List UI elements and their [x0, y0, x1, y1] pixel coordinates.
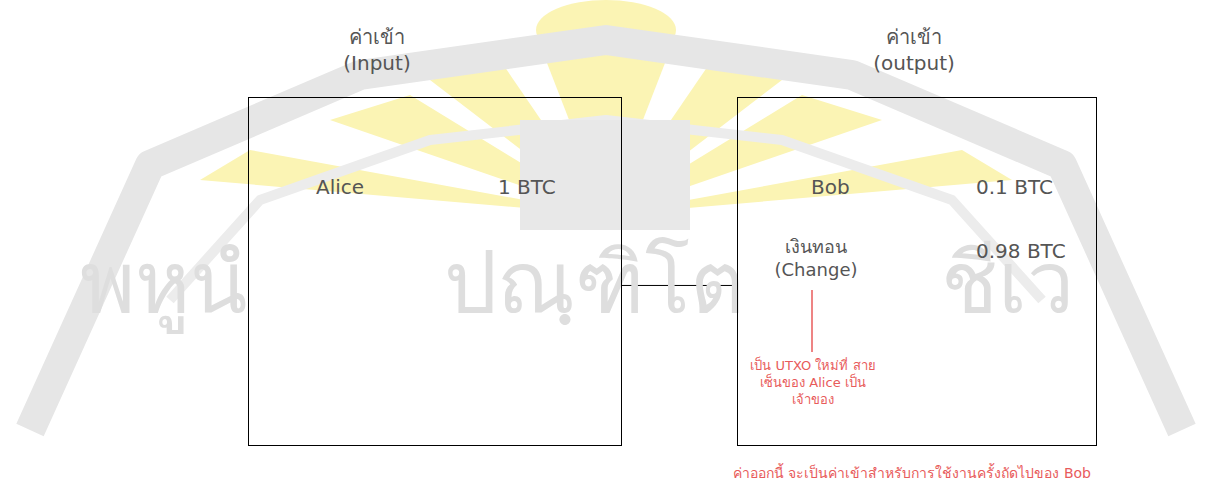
box-text: Bob — [811, 174, 850, 200]
transaction-box: ค่าเข้า (Input)Alice1 BTC — [248, 97, 622, 446]
box-text: 1 BTC — [498, 174, 556, 200]
box-heading: ค่าเข้า (output) — [864, 24, 964, 76]
note-text: ค่าออกนี้ จะเป็นค่าเข้าสำหรับการใช้งานคร… — [733, 462, 1091, 484]
box-text: 0.98 BTC — [976, 238, 1066, 264]
box-text: เป็น UTXO ใหม่ที่ สายเซ็นของ Alice เป็นเ… — [743, 358, 883, 409]
transaction-box: ค่าเข้า (output)Bob0.1 BTCเงินทอน (Chang… — [737, 97, 1097, 446]
box-text: เงินทอน (Change) — [766, 236, 866, 281]
box-text: 0.1 BTC — [976, 174, 1053, 200]
box-heading: ค่าเข้า (Input) — [327, 24, 427, 76]
watermark-text: พหูนํ ปณฺฑิโต ชีเว — [80, 215, 1074, 349]
box-text: Alice — [316, 174, 364, 200]
emblem-arch — [30, 40, 1182, 430]
